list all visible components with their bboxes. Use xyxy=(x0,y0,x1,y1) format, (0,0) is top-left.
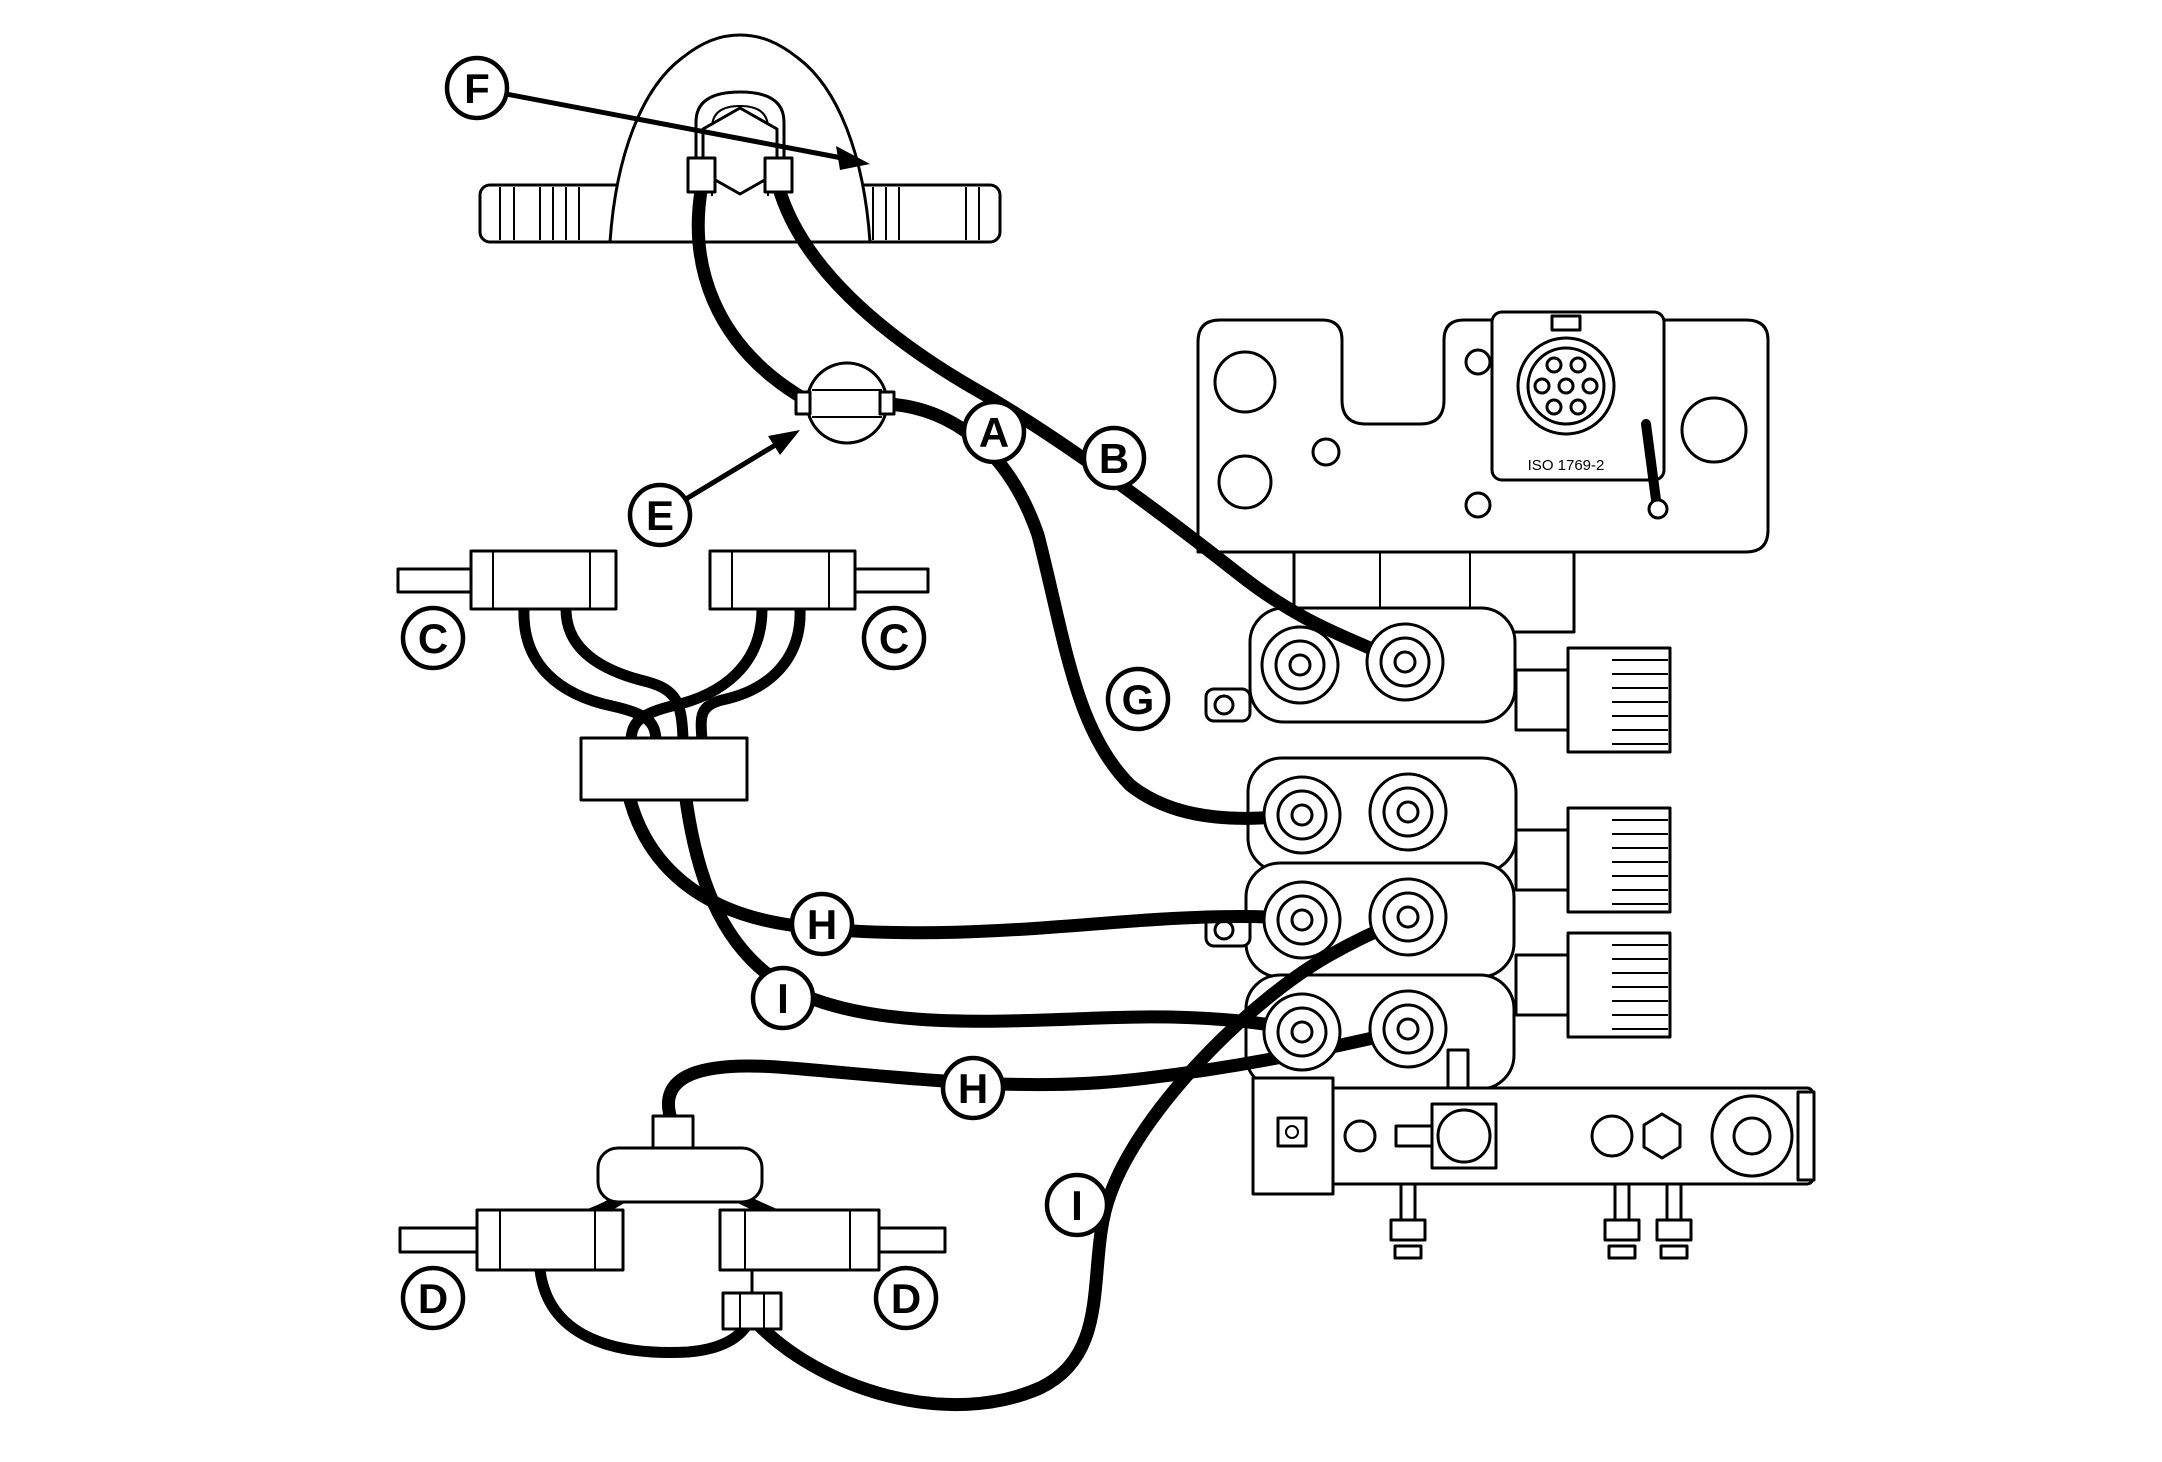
svg-text:I: I xyxy=(777,975,789,1022)
tee-fitting xyxy=(651,1114,695,1152)
hose-b xyxy=(771,178,1405,669)
callout-d-left: D xyxy=(400,1265,466,1331)
plate-hole xyxy=(1213,350,1277,414)
manifold-block-c xyxy=(579,736,749,802)
valve-port xyxy=(1262,992,1342,1072)
connector-pin xyxy=(1569,356,1587,374)
callout-f: F xyxy=(444,55,510,121)
valve-port xyxy=(1368,989,1448,1069)
hose-h-upper xyxy=(621,785,1309,940)
svg-text:G: G xyxy=(1122,676,1155,723)
coupler-stub xyxy=(877,1226,947,1254)
svg-text:E: E xyxy=(646,492,674,539)
callout-d-right: D xyxy=(873,1265,939,1331)
svg-text:C: C xyxy=(418,615,448,662)
iso-label: ISO 1769-2 xyxy=(1528,457,1605,474)
svg-text:C: C xyxy=(879,615,909,662)
coupler-d-left xyxy=(475,1208,625,1272)
svg-text:D: D xyxy=(418,1275,448,1322)
callout-a: A xyxy=(961,399,1027,465)
inline-fitting-e xyxy=(794,361,896,445)
bolt-hole xyxy=(1464,491,1492,519)
callout-arrow-f xyxy=(503,91,870,170)
coupler-stub xyxy=(396,567,473,594)
solenoid-block xyxy=(1514,931,1672,1039)
valve-port xyxy=(1262,880,1342,960)
coupler-c-left xyxy=(469,549,618,611)
plate-hole xyxy=(1217,454,1273,510)
callout-h-upper: H xyxy=(789,891,855,957)
hose-fitting xyxy=(686,156,717,194)
electrical-connector: ISO 1769-2 xyxy=(1490,310,1669,520)
mounting-bolt xyxy=(1603,1182,1641,1260)
callout-g: G xyxy=(1105,666,1171,732)
connector-pin xyxy=(1545,356,1563,374)
bar-end-plate xyxy=(1251,1076,1335,1196)
svg-text:I: I xyxy=(1071,1182,1083,1229)
svg-text:H: H xyxy=(807,901,837,948)
mounting-bolt xyxy=(1389,1182,1427,1260)
hose-fitting xyxy=(763,156,794,194)
bolt-hole xyxy=(1464,348,1492,376)
shackle-loop xyxy=(694,90,786,198)
coupler-assembly-d xyxy=(398,1114,947,1358)
svg-text:H: H xyxy=(958,1065,988,1112)
mounting-bar xyxy=(1251,1048,1816,1260)
solenoid-block xyxy=(1514,806,1672,914)
callout-i-lower: I xyxy=(1044,1172,1110,1238)
connector-pin xyxy=(1533,377,1551,395)
hose-f-to-e xyxy=(691,178,813,407)
valve-port xyxy=(1365,622,1445,702)
valve-port xyxy=(1260,625,1340,705)
coupler-stub xyxy=(853,567,930,594)
bottom-fitting xyxy=(721,1291,783,1331)
connector-pin xyxy=(1557,377,1575,395)
valve-port xyxy=(1368,772,1448,852)
svg-text:D: D xyxy=(891,1275,921,1322)
callout-h-lower: H xyxy=(940,1055,1006,1121)
mounting-bolt xyxy=(1655,1182,1693,1260)
coupler-c-right xyxy=(708,549,857,611)
connector-pin xyxy=(1569,398,1587,416)
coupler-d-right xyxy=(718,1208,881,1272)
hose-i-upper xyxy=(678,785,1309,1039)
connector-pin xyxy=(1545,398,1563,416)
svg-text:F: F xyxy=(464,65,490,112)
callout-c-right: C xyxy=(861,605,927,671)
valve-port xyxy=(1262,775,1342,855)
plate-hole xyxy=(1680,396,1748,464)
valve-ports xyxy=(1260,622,1448,1072)
svg-text:A: A xyxy=(979,409,1009,456)
coupler-assembly-c xyxy=(396,549,930,802)
bolt-hole xyxy=(1311,437,1341,467)
hex-fitting xyxy=(1642,1112,1682,1160)
coupler-stub xyxy=(398,1226,479,1254)
solenoid-block xyxy=(1514,646,1672,754)
callout-e: E xyxy=(627,482,693,548)
valve-port xyxy=(1368,877,1448,957)
callout-b: B xyxy=(1081,425,1147,491)
callout-c-left: C xyxy=(400,605,466,671)
tee-body xyxy=(596,1146,764,1204)
callout-arrow-e xyxy=(683,430,800,502)
connector-pin xyxy=(1581,377,1599,395)
valve-assembly: ISO 1769-2 xyxy=(1196,310,1816,1260)
svg-text:B: B xyxy=(1099,435,1129,482)
callout-i-upper: I xyxy=(750,965,816,1031)
connector-lever xyxy=(1641,419,1661,505)
clamp-bolt xyxy=(1446,1048,1470,1090)
